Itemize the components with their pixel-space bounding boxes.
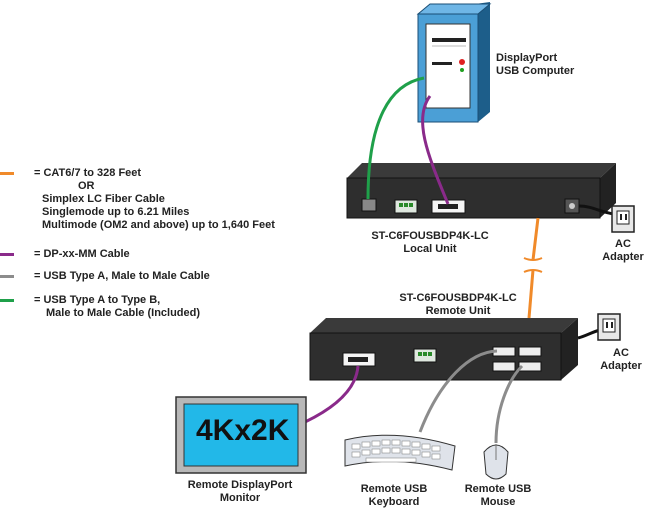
legend-line-text: Multimode (OM2 and above) up to 1,640 Fe…	[42, 219, 275, 231]
legend-line-text: = CAT6/7 to 328 Feet	[34, 167, 142, 179]
legend-line-text: = USB Type A to Type B,	[34, 294, 161, 306]
legend-swatch-orange	[0, 172, 14, 175]
local-unit-label: ST-C6FOUSBDP4K-LC Local Unit	[360, 230, 500, 256]
mouse-label: Remote USB Mouse	[458, 483, 538, 509]
legend-line-text: OR	[78, 180, 95, 192]
usb-a-ports	[492, 346, 542, 372]
legend-line-text: = USB Type A, Male to Male Cable	[34, 270, 210, 282]
local-unit-model: ST-C6FOUSBDP4K-LC	[371, 230, 489, 242]
legend-swatch-gray	[0, 275, 14, 278]
remote-unit-model: ST-C6FOUSBDP4K-LC	[399, 292, 517, 304]
legend-line-text: Simplex LC Fiber Cable	[42, 193, 165, 205]
legend-line-text: Male to Male Cable (Included)	[46, 307, 201, 319]
keyboard-label: Remote USB Keyboard	[354, 483, 434, 509]
monitor	[175, 396, 307, 474]
ac-adapter-local-label: AC Adapter	[598, 238, 648, 264]
keyboard-label-line1: Remote USB	[360, 483, 428, 495]
cable-break-symbol	[523, 257, 543, 273]
monitor-label: Remote DisplayPort Monitor	[170, 479, 310, 505]
adapter-local-line1: AC	[615, 238, 631, 250]
legend-line-text: = DP-xx-MM Cable	[34, 248, 130, 260]
remote-unit-name: Remote Unit	[425, 305, 491, 317]
orange-link-cable	[527, 217, 540, 319]
gray-usb-cable-keyboard	[418, 349, 498, 433]
legend-line-text: Singlemode up to 6.21 Miles	[42, 206, 190, 218]
legend-entry-usb-a-cable: = USB Type A, Male to Male Cable	[34, 270, 210, 283]
black-power-cable-local	[578, 204, 615, 216]
ac-adapter-remote-label: AC Adapter	[596, 347, 646, 373]
adapter-remote-line2: Adapter	[600, 360, 642, 372]
green-usb-cable	[366, 76, 425, 200]
legend-entry-dp-cable: = DP-xx-MM Cable	[34, 248, 130, 261]
monitor-label-line1: Remote DisplayPort	[187, 479, 293, 491]
black-power-cable-remote	[577, 328, 601, 340]
legend-swatch-green	[0, 299, 14, 302]
computer-tower	[416, 2, 492, 123]
adapter-remote-line1: AC	[613, 347, 629, 359]
local-unit-name: Local Unit	[403, 243, 457, 255]
keyboard-label-line2: Keyboard	[368, 496, 420, 508]
usb-b-port	[361, 198, 377, 212]
purple-dp-cable-remote	[304, 365, 360, 424]
ac-adapter-remote	[597, 313, 621, 341]
mouse-label-line2: Mouse	[480, 496, 516, 508]
remote-unit-box	[309, 318, 578, 381]
computer-label-line1: DisplayPort	[496, 52, 558, 64]
computer-label: DisplayPort USB Computer	[496, 52, 574, 78]
computer-label-line2: USB Computer	[496, 65, 575, 77]
legend-entry-usb-a-b-cable: = USB Type A to Type B, Male to Male Cab…	[34, 294, 200, 320]
legend-swatch-purple	[0, 253, 14, 256]
mouse	[483, 444, 509, 480]
monitor-label-line2: Monitor	[219, 492, 261, 504]
monitor-screen-text: 4Kx2K	[196, 414, 290, 447]
keyboard	[344, 434, 456, 471]
remote-unit-label: ST-C6FOUSBDP4K-LC Remote Unit	[388, 292, 528, 318]
local-unit-box	[346, 163, 616, 219]
gray-usb-cable-mouse	[494, 364, 524, 444]
legend-entry-cat6-fiber: = CAT6/7 to 328 Feet OR Simplex LC Fiber…	[34, 167, 275, 232]
adapter-local-line2: Adapter	[602, 251, 644, 263]
purple-dp-cable-local	[421, 95, 450, 205]
ac-adapter-local	[611, 205, 635, 233]
mouse-label-line1: Remote USB	[464, 483, 532, 495]
